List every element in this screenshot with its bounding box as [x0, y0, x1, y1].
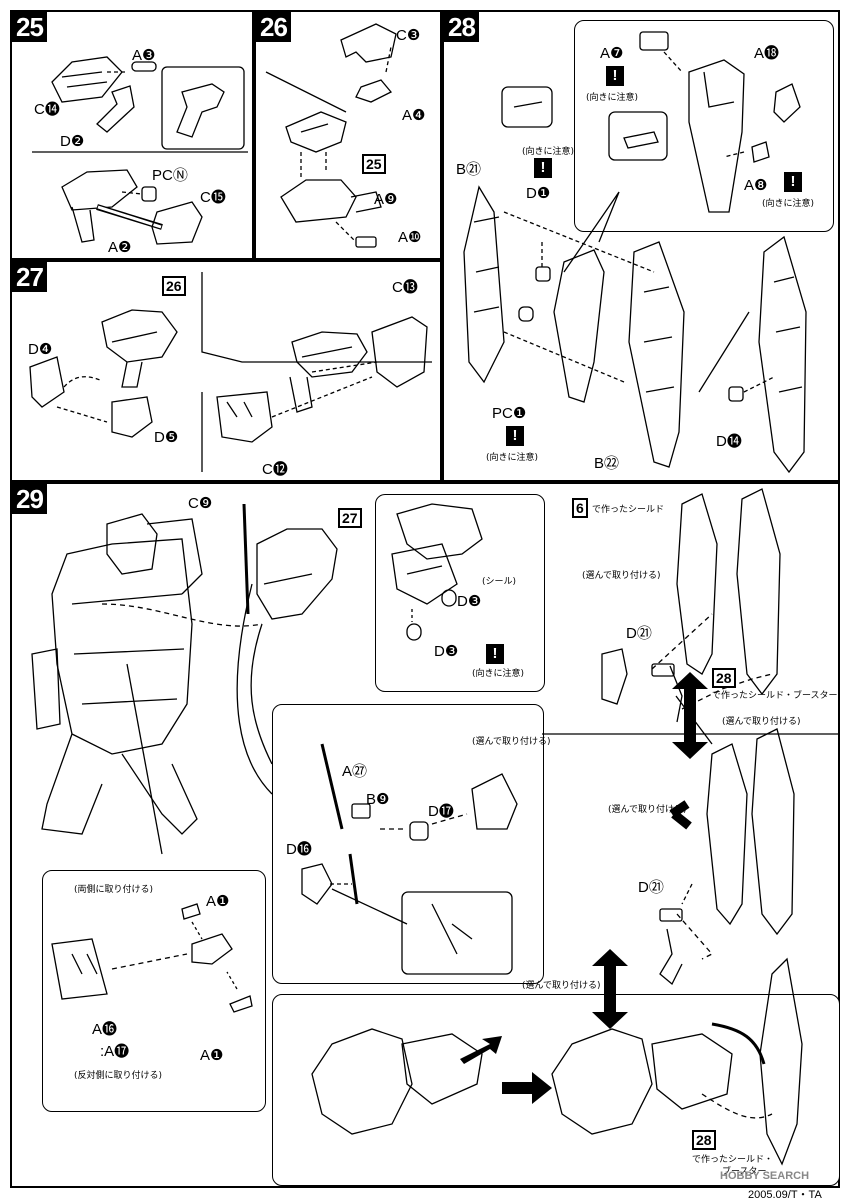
part-label-pc1: PC❶ — [492, 405, 527, 422]
caution-icon: ! — [534, 158, 552, 178]
step-number: 25 — [12, 12, 47, 42]
choose-note: (選んで取り付ける) — [722, 717, 801, 727]
step-28-illustration — [463, 31, 807, 474]
caution-note: (向きに注意) — [486, 453, 539, 463]
caution-icon: ! — [486, 644, 504, 664]
step-27-panel: 27 26 D❹ D❺ C⓭ C⓬ — [10, 260, 442, 482]
step-27-illustration — [29, 272, 432, 472]
detail-callout-backpack — [375, 494, 545, 692]
part-label-b21: B㉑ — [456, 161, 482, 178]
choose-note: (選んで取り付ける) — [522, 981, 601, 991]
made-shield-note: で作ったシールド — [592, 505, 665, 515]
part-label-c12: C⓬ — [262, 461, 288, 478]
part-label-a8: A❽ — [744, 177, 768, 194]
caution-note: (向きに注意) — [472, 669, 525, 679]
part-label-d3-a: D❸ — [457, 593, 482, 610]
part-label-d4: D❹ — [28, 341, 53, 358]
choose-note: (選んで取り付ける) — [472, 737, 551, 747]
caution-icon: ! — [506, 426, 524, 446]
part-label-d16: D⓰ — [286, 841, 312, 858]
caution-note: (向きに注意) — [586, 93, 639, 103]
step-26-illustration — [265, 23, 397, 248]
part-label-d17: D⓱ — [428, 803, 454, 820]
step-number: 27 — [12, 262, 47, 292]
step-ref-28-a: 28 — [712, 668, 736, 688]
part-label-a3: A❸ — [132, 47, 156, 64]
step-29-illustration — [31, 488, 838, 1166]
part-label-b22: B㉒ — [594, 455, 620, 472]
caution-icon: ! — [784, 172, 802, 192]
caution-icon: ! — [606, 66, 624, 86]
step-number: 29 — [12, 484, 47, 514]
part-label-d1: D❶ — [526, 185, 551, 202]
caution-note: (向きに注意) — [522, 147, 575, 157]
step-ref-26: 26 — [162, 276, 186, 296]
part-label-a7: A❼ — [600, 45, 624, 62]
step-number: 28 — [444, 12, 479, 42]
detail-callout-shoulder — [42, 870, 266, 1112]
part-label-c15: C⓯ — [200, 189, 226, 206]
step-ref-6: 6 — [572, 498, 588, 518]
part-label-b9: B❾ — [366, 791, 390, 808]
part-label-c9: C❾ — [188, 495, 213, 512]
part-label-c13: C⓭ — [392, 279, 418, 296]
step-29-panel: 29 — [10, 482, 840, 1188]
step-25-panel: 25 A❸ C⓮ D❷ PCⓃ C⓯ A❷ — [10, 10, 254, 260]
footer-date: 2005.09/T・TA — [748, 1189, 822, 1201]
part-label-d21-a: D㉑ — [626, 625, 652, 642]
step-ref-28-b: 28 — [692, 1130, 716, 1150]
part-label-a4: A❹ — [402, 107, 426, 124]
part-label-d21-b: D㉑ — [638, 879, 664, 896]
part-label-a2: A❷ — [108, 239, 132, 256]
part-label-a18: A⓲ — [754, 45, 780, 62]
detail-callout-rifle — [272, 704, 544, 984]
step-26-panel: 26 C❸ A❹ 25 A❾ A❿ — [254, 10, 442, 260]
choose-note: (選んで取り付ける) — [582, 571, 661, 581]
opposite-side-note: (反対側に取り付ける) — [74, 1071, 163, 1081]
choose-note: (選んで取り付ける) — [608, 805, 687, 815]
step-ref-27: 27 — [338, 508, 362, 528]
part-label-d2: D❷ — [60, 133, 85, 150]
part-label-c14: C⓮ — [34, 101, 60, 118]
part-label-d14: D⓮ — [716, 433, 742, 450]
step-28-panel: 28 — [442, 10, 840, 482]
caution-note: (向きに注意) — [762, 199, 815, 209]
seal-note: (シール) — [482, 577, 517, 587]
step-ref-25: 25 — [362, 154, 386, 174]
part-label-a1-b: A❶ — [200, 1047, 224, 1064]
step-25-illustration — [32, 56, 248, 245]
both-sides-note: (両側に取り付ける) — [74, 885, 154, 895]
part-label-a27: A㉗ — [342, 763, 368, 780]
part-label-d3-b: D❸ — [434, 643, 459, 660]
part-label-a16: A⓰ — [92, 1021, 118, 1038]
part-label-a1-a: A❶ — [206, 893, 230, 910]
part-label-a17: :A⓱ — [100, 1043, 130, 1060]
made-shield-booster-note: で作ったシールド・ブースター — [712, 691, 838, 701]
step-number: 26 — [256, 12, 291, 42]
made-shield-booster-note-a: で作ったシールド・ — [692, 1155, 774, 1165]
part-label-pcn: PCⓃ — [152, 167, 188, 184]
part-label-d5: D❺ — [154, 429, 179, 446]
part-label-a9: A❾ — [374, 191, 398, 208]
made-shield-booster-note-b: ブースター — [722, 1167, 767, 1177]
part-label-a10: A❿ — [398, 229, 422, 246]
watermark: HOBBY SEARCH — [720, 1170, 810, 1182]
part-label-c3: C❸ — [396, 27, 421, 44]
